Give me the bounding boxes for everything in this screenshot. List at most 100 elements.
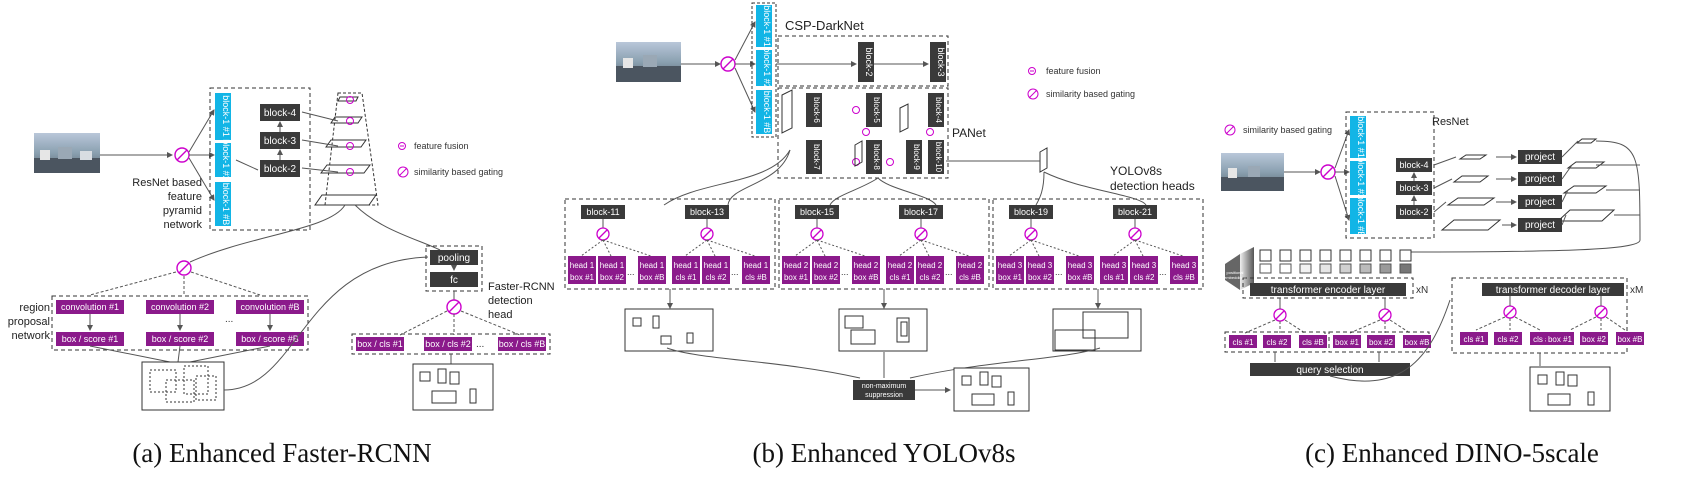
token-embed	[1379, 263, 1392, 274]
svg-text:box #B: box #B	[1618, 335, 1643, 344]
panet-dashed-box	[777, 87, 949, 179]
fc-box: fc	[430, 272, 478, 287]
svg-text:block-11: block-11	[586, 207, 619, 217]
block-4-a: block-4	[260, 104, 300, 121]
resnet-dashed-box	[1345, 111, 1435, 239]
svg-text:positional: positional	[1227, 270, 1244, 275]
block-3-a: block-3	[260, 132, 300, 149]
svg-text:box #2: box #2	[1369, 338, 1394, 347]
panet-block-10: block-10	[928, 140, 944, 174]
svg-text:similarity based gating: similarity based gating	[1046, 89, 1135, 99]
svg-text:network: network	[11, 330, 50, 342]
svg-text:feature fusion: feature fusion	[1046, 66, 1101, 76]
svg-text:block-4: block-4	[1399, 160, 1428, 170]
panel-c: similarity based gating ResNet block-1 #…	[1221, 111, 1644, 468]
svg-text:cls #2: cls #2	[706, 273, 727, 282]
head-group-box	[992, 198, 1204, 290]
detections-image-a	[412, 363, 494, 411]
svg-text:head 2: head 2	[814, 261, 839, 270]
token-row	[1259, 249, 1412, 274]
cyan-block-b-2: block-1 #2	[756, 47, 772, 89]
gating-icon	[914, 227, 928, 241]
encoder-dashed-box	[1242, 277, 1414, 299]
yolo-block-19: block-19	[1009, 205, 1053, 219]
svg-text:head 2: head 2	[918, 261, 943, 270]
yolo-block-15: block-15	[795, 205, 839, 219]
panet-label: PANet	[952, 126, 986, 140]
cls-output: cls #1	[1460, 332, 1488, 345]
ellipsis-a2: ...	[476, 339, 484, 350]
gating-icon	[174, 147, 190, 163]
panet-block-6: block-6	[806, 93, 822, 127]
cls-output: cls #1	[1229, 335, 1257, 348]
svg-text:proposal: proposal	[8, 316, 50, 328]
svg-text:head 1: head 1	[640, 261, 665, 270]
gating-icon-head-a	[446, 299, 462, 315]
token-embed	[1339, 263, 1352, 274]
token-top	[1259, 249, 1272, 262]
cls-box-1: box / cls #1	[356, 337, 404, 351]
gating-icon	[700, 227, 714, 241]
ellipsis: ...	[731, 267, 739, 277]
svg-text:block-21: block-21	[1118, 207, 1152, 217]
svg-text:head 1: head 1	[570, 261, 595, 270]
yolo-block-11: block-11	[581, 205, 625, 219]
svg-text:cls #2: cls #2	[920, 273, 941, 282]
svg-text:head 1: head 1	[744, 261, 769, 270]
query-selection: query selection	[1250, 363, 1410, 376]
svg-text:embeddings: embeddings	[1224, 275, 1246, 280]
svg-text:convolution #1: convolution #1	[61, 302, 119, 312]
gating-icon-enc-1	[1273, 308, 1287, 322]
backbone-label: ResNet based feature pyramid network	[132, 177, 202, 231]
encoder-layer: transformer encoder layer	[1250, 283, 1406, 296]
svg-text:cls #B: cls #B	[1533, 335, 1555, 344]
group-detections-1	[624, 308, 714, 352]
svg-text:box / score #2: box / score #2	[152, 334, 209, 344]
svg-text:block-10: block-10	[934, 142, 943, 173]
cyan-block-1-2: block-1 #2	[215, 139, 231, 181]
gating-icon-b	[720, 56, 736, 72]
caption-c: (c) Enhanced DINO-5scale	[1305, 438, 1599, 468]
token-top	[1339, 249, 1352, 262]
csp-dashed-box	[777, 35, 949, 87]
svg-text:head 2: head 2	[784, 261, 809, 270]
ellipsis: ...	[945, 267, 953, 277]
token-top	[1379, 249, 1392, 262]
fusion-marker	[862, 128, 870, 136]
gating-icon	[1128, 227, 1142, 241]
token-top	[1299, 249, 1312, 262]
svg-text:block-1 #B: block-1 #B	[221, 183, 231, 226]
conv-box-2: convolution #2	[146, 300, 214, 314]
pooling-box: pooling	[430, 250, 478, 265]
svg-text:non-maximum: non-maximum	[862, 383, 907, 390]
svg-text:head 3: head 3	[1172, 261, 1197, 270]
svg-text:box #B: box #B	[1405, 338, 1430, 347]
ellipsis: ...	[841, 267, 849, 277]
resnet-label: ResNet	[1432, 116, 1469, 128]
svg-text:cls #2: cls #2	[1134, 273, 1155, 282]
block-3-c: block-3	[1396, 181, 1432, 195]
yolo-block-17: block-17	[899, 205, 943, 219]
csp-label: CSP-DarkNet	[785, 18, 864, 33]
svg-text:block-1 #1: block-1 #1	[221, 95, 231, 137]
svg-text:project: project	[1525, 152, 1555, 163]
score-box-b: box / score #B	[236, 332, 304, 346]
cls-output: cls #2	[1494, 332, 1522, 345]
encoder-repeat: xN	[1416, 285, 1428, 296]
svg-text:box #1: box #1	[570, 273, 595, 282]
csp-block-3: block-3	[930, 42, 946, 82]
svg-text:cls #1: cls #1	[676, 273, 697, 282]
conv-box-1: convolution #1	[56, 300, 124, 314]
svg-text:box #2: box #2	[1028, 273, 1053, 282]
group-detections-2	[838, 308, 928, 352]
svg-text:cls #2: cls #2	[1498, 335, 1519, 344]
